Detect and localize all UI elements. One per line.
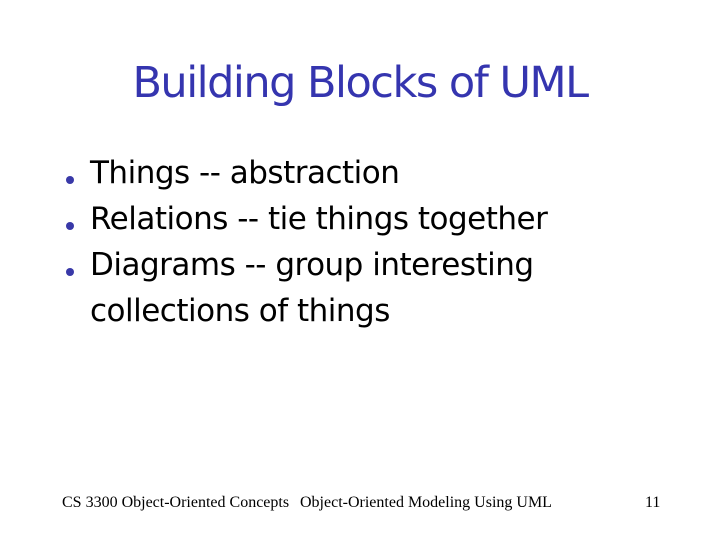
- bullet-text: Diagrams -- group interesting collection…: [90, 242, 534, 334]
- bullet-text: Relations -- tie things together: [90, 196, 548, 242]
- bullet-dot-icon: [66, 176, 74, 184]
- bullet-text: Things -- abstraction: [90, 150, 400, 196]
- bullet-line: Relations -- tie things together: [90, 201, 548, 237]
- bullet-item-diagrams: Diagrams -- group interesting collection…: [66, 242, 586, 334]
- bullet-dot-icon: [66, 268, 74, 276]
- bullet-item-relations: Relations -- tie things together: [66, 196, 586, 242]
- footer-presentation-title: Object-Oriented Modeling Using UML: [300, 494, 552, 511]
- bullet-list: Things -- abstraction Relations -- tie t…: [66, 150, 586, 334]
- bullet-line: Things -- abstraction: [90, 155, 400, 191]
- footer-course-name: CS 3300 Object-Oriented Concepts: [62, 494, 290, 511]
- slide-title: Building Blocks of UML: [132, 58, 589, 108]
- footer-page-number: 11: [645, 494, 661, 511]
- bullet-item-things: Things -- abstraction: [66, 150, 586, 196]
- bullet-line-continuation: collections of things: [90, 293, 390, 329]
- bullet-dot-icon: [66, 222, 74, 230]
- bullet-line: Diagrams -- group interesting: [90, 247, 534, 283]
